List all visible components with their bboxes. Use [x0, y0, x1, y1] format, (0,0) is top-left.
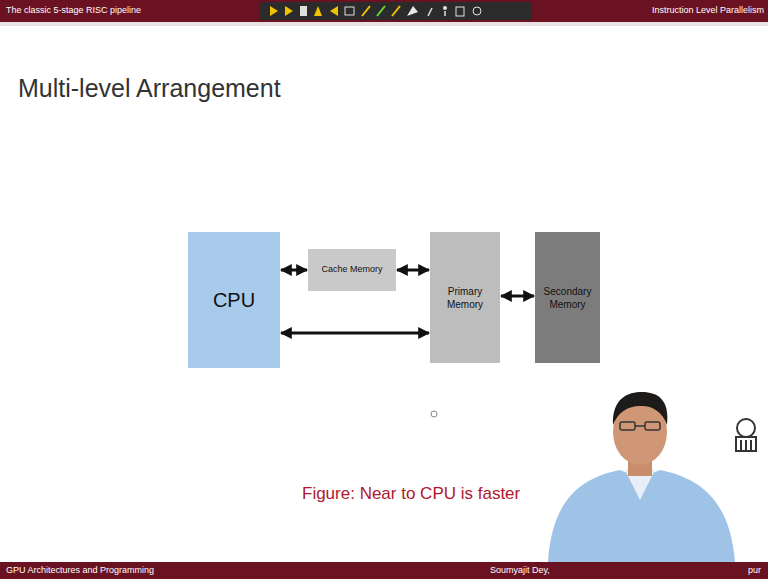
memory-box: Secondary Memory: [535, 232, 600, 363]
memory-box: Primary Memory: [430, 232, 500, 363]
double-arrow: [397, 269, 429, 272]
cursor-pointer: [431, 411, 437, 417]
double-arrow: [501, 295, 534, 298]
node-label: Cache Memory: [321, 264, 382, 276]
double-arrow: [281, 332, 429, 335]
institute-logo: [736, 419, 756, 451]
header-bar: [0, 0, 768, 22]
footer-text: GPU Architectures and Programming: [6, 565, 154, 575]
annotation-toolbar: [260, 2, 532, 20]
node-label: Primary Memory: [434, 285, 496, 311]
footer-text: Soumyajit Dey,: [490, 565, 550, 575]
header-text: The classic 5-stage RISC pipeline: [6, 5, 141, 15]
header-shadow: [0, 22, 768, 26]
slide-title: Multi-level Arrangement: [18, 74, 281, 103]
cpu-box: CPU: [188, 232, 280, 368]
node-label: Secondary Memory: [539, 285, 596, 311]
footer-text: pur: [748, 565, 761, 575]
double-arrow: [281, 269, 307, 272]
cache-box: Cache Memory: [308, 249, 396, 291]
node-label: CPU: [213, 287, 255, 313]
header-text: Instruction Level Parallelism: [652, 5, 764, 15]
figure-caption: Figure: Near to CPU is faster: [302, 484, 520, 504]
footer-bar: [0, 562, 768, 579]
